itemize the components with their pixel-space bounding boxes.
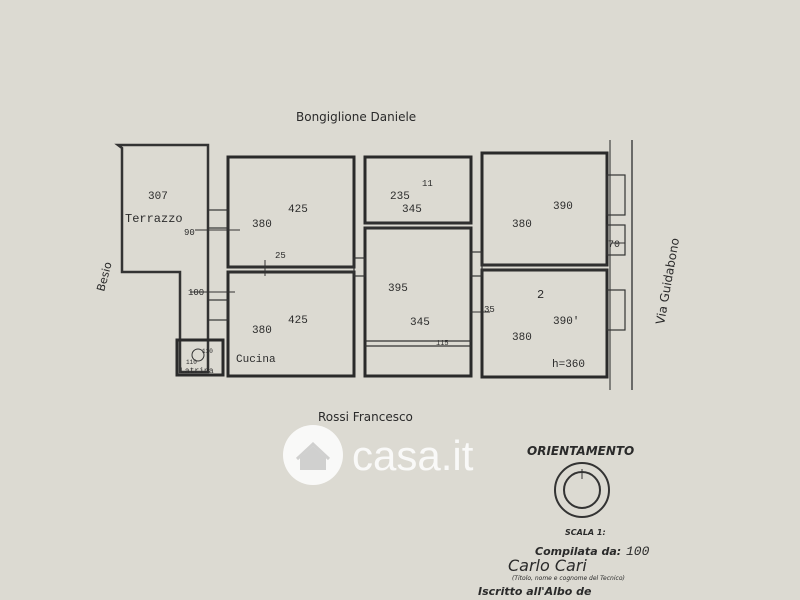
scale-value: 100 <box>626 544 650 559</box>
room-outline-r6 <box>480 268 609 379</box>
home-icon <box>295 441 331 470</box>
technician-note: (Titolo, nome e cognome del Tecnico) <box>512 575 625 582</box>
neighbor-right: Via Guidabono <box>653 237 682 326</box>
room-r1-h: 425 <box>288 204 308 216</box>
latrina-outline <box>175 338 225 377</box>
cucina-label: Cucina <box>236 354 276 366</box>
interior-walls <box>207 174 626 347</box>
room-r6-mark: 2 <box>537 288 544 302</box>
neighbor-top: Bongiglione Daniele <box>296 110 416 124</box>
dim-wall-mid: 25 <box>275 251 286 261</box>
neighbor-left: Besio <box>94 260 114 292</box>
terrazzo-outline <box>114 143 210 374</box>
latrina-label: Latrina <box>180 367 214 376</box>
room-r1-w: 380 <box>252 219 272 231</box>
room-r4-h: 345 <box>410 317 430 329</box>
terrazzo-label: Terrazzo <box>125 212 183 226</box>
room-r3-w: 235 <box>390 191 410 203</box>
dim-wall-right: 70 <box>608 240 620 251</box>
dim-wall-left-upper: 90 <box>184 228 195 238</box>
room-r2-h: 425 <box>288 315 308 327</box>
dim-small-bottom: 115 <box>436 340 449 348</box>
neighbor-bottom: Rossi Francesco <box>318 410 413 424</box>
room-r4-w: 395 <box>388 283 408 295</box>
latrina-note-a: 110 <box>202 348 213 355</box>
room-outline-r5 <box>480 151 609 267</box>
orientation-compass <box>554 462 610 518</box>
watermark-text: casa.it <box>352 432 474 479</box>
orientation-label: ORIENTAMENTO <box>527 444 634 458</box>
room-r5-h: 390 <box>553 201 573 213</box>
compiled-by-label: Compilata da: <box>535 545 621 558</box>
register-label: Iscritto all'Albo de <box>478 585 592 598</box>
latrina-note-b: 110 <box>186 359 197 366</box>
terrazzo-dim: 307 <box>148 191 168 203</box>
room-r6-h: 390' <box>553 316 579 328</box>
room-r2-w: 380 <box>252 325 272 337</box>
scale-label: SCALA 1: <box>565 528 606 537</box>
exterior-wall-right <box>609 140 633 390</box>
room-height: h=360 <box>552 359 585 371</box>
room-r6-w: 380 <box>512 332 532 344</box>
room-outline-r4 <box>363 226 473 378</box>
room-r3-h: 345 <box>402 204 422 216</box>
room-r3-mark: 11 <box>422 179 433 189</box>
signature: Carlo Cari <box>508 556 587 575</box>
room-r5-w: 380 <box>512 219 532 231</box>
casa-it-watermark: casa.it <box>283 425 474 485</box>
dimension-lines <box>190 229 625 313</box>
dim-wall-left-lower: 100 <box>188 288 204 298</box>
dim-wall-r6: 35 <box>484 305 495 315</box>
